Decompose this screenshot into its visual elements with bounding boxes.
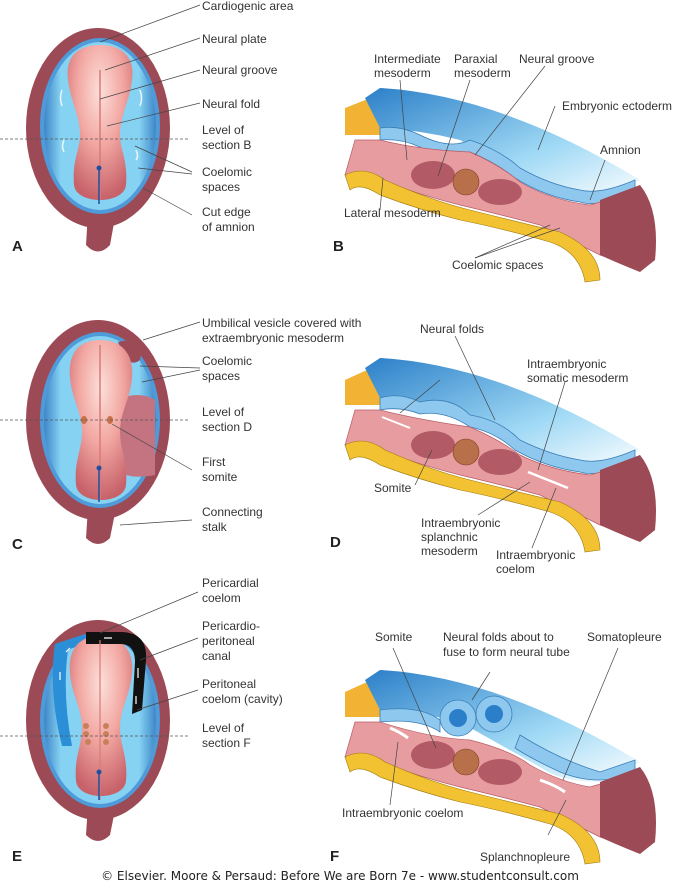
label-spaces-c: spaces xyxy=(202,369,241,383)
label-fuse-neural-tube: fuse to form neural tube xyxy=(443,645,570,659)
label-umbilical-vesicle: Umbilical vesicle covered with xyxy=(202,316,362,330)
embryo xyxy=(69,636,133,796)
label-coelom-cavity: coelom (cavity) xyxy=(202,692,283,706)
label-extraembryonic-mesoderm: extraembryonic mesoderm xyxy=(202,331,345,345)
label-splanchnic-mesoderm: mesoderm xyxy=(421,544,478,558)
label-neural-groove: Neural groove xyxy=(202,63,278,77)
ectoderm-surface xyxy=(365,88,640,200)
label-level-of-e: Level of xyxy=(202,721,245,735)
label-paraxial: Paraxial xyxy=(454,52,498,66)
label-lateral-mesoderm: Lateral mesoderm xyxy=(344,206,441,220)
label-first: First xyxy=(202,455,226,469)
label-paraxial-mesoderm: mesoderm xyxy=(454,66,511,80)
label-connecting: Connecting xyxy=(202,505,263,519)
label-somite-f: Somite xyxy=(375,630,413,644)
intraembryonic-coelom-slit xyxy=(527,470,569,490)
label-section-b: section B xyxy=(202,138,252,152)
label-neural-folds: Neural folds xyxy=(420,322,485,336)
panel-letter-f: F xyxy=(330,848,340,865)
label-somite-d: Somite xyxy=(374,481,412,495)
copyright-footer: © Elsevier. Moore & Persaud: Before We a… xyxy=(101,869,579,883)
label-somite-c: somite xyxy=(202,470,238,484)
umbilical-vesicle xyxy=(118,340,141,363)
label-canal: canal xyxy=(202,649,231,663)
notochord xyxy=(452,168,480,196)
label-coelom-d: coelom xyxy=(496,562,535,576)
label-coelomic-c: Coelomic xyxy=(202,354,253,368)
label-cut-edge: Cut edge xyxy=(202,205,251,219)
label-spaces: spaces xyxy=(202,180,241,194)
pericardial-coelom-canal xyxy=(86,632,147,714)
label-peritoneal-e: Peritoneal xyxy=(202,677,257,691)
label-neural-groove-b: Neural groove xyxy=(519,52,595,66)
panel-f-illustration xyxy=(344,647,656,865)
label-neural-plate: Neural plate xyxy=(202,32,267,46)
yolk-endoderm xyxy=(344,170,601,283)
panel-letter-d: D xyxy=(330,534,341,551)
label-coelomic-spaces-b: Coelomic spaces xyxy=(452,258,544,272)
label-pericardio: Pericardio- xyxy=(202,619,261,633)
label-amnion: Amnion xyxy=(600,143,641,157)
label-somatopleure: Somatopleure xyxy=(587,630,662,644)
panel-d-illustration xyxy=(344,335,656,553)
label-intermediate: Intermediate xyxy=(374,52,441,66)
label-intraembryonic-splanchnic-1: Intraembryonic xyxy=(421,516,501,530)
label-intraembryonic-somatic-1: Intraembryonic xyxy=(527,357,607,371)
intermediate-block xyxy=(478,179,522,205)
label-level-of-c: Level of xyxy=(202,405,245,419)
label-embryonic-ectoderm: Embryonic ectoderm xyxy=(562,99,673,113)
label-intraembryonic-coelom-1: Intraembryonic xyxy=(496,548,576,562)
panel-a-illustration xyxy=(0,4,201,252)
cut-face xyxy=(600,185,656,272)
panel-letter-b: B xyxy=(333,238,344,255)
label-pericardial-coelom: coelom xyxy=(202,591,241,605)
panel-e-illustration xyxy=(0,591,199,841)
primitive-node xyxy=(96,165,102,171)
label-stalk: stalk xyxy=(202,520,227,534)
pericardioperitoneal-canal-left xyxy=(52,634,88,746)
label-cardiogenic-area: Cardiogenic area xyxy=(202,0,294,13)
paraxial-block xyxy=(411,161,455,189)
first-somite-left xyxy=(81,416,87,424)
label-coelomic: Coelomic xyxy=(202,165,253,179)
label-section-f: section F xyxy=(202,736,251,750)
label-splanchnic: splanchnic xyxy=(421,530,478,544)
label-splanchnopleure: Splanchnopleure xyxy=(480,850,571,864)
somite-block xyxy=(411,431,455,459)
label-section-d: section D xyxy=(202,420,253,434)
panel-letter-a: A xyxy=(12,238,23,255)
label-pericardial: Pericardial xyxy=(202,576,259,590)
label-of-amnion: of amnion xyxy=(202,220,255,234)
panel-letter-e: E xyxy=(12,848,23,865)
panel-b-illustration xyxy=(344,65,656,283)
label-neural-folds-about: Neural folds about to xyxy=(443,630,554,644)
label-somatic-mesoderm: somatic mesoderm xyxy=(527,371,629,385)
label-intermediate-mesoderm: mesoderm xyxy=(374,66,431,80)
panel-letter-c: C xyxy=(12,536,23,553)
label-level-of: Level of xyxy=(202,123,245,137)
label-neural-fold: Neural fold xyxy=(202,97,261,111)
label-intraembryonic-coelom-f: Intraembryonic coelom xyxy=(342,806,464,820)
panel-c-illustration xyxy=(0,320,201,544)
label-peritoneal: peritoneal xyxy=(202,634,255,648)
